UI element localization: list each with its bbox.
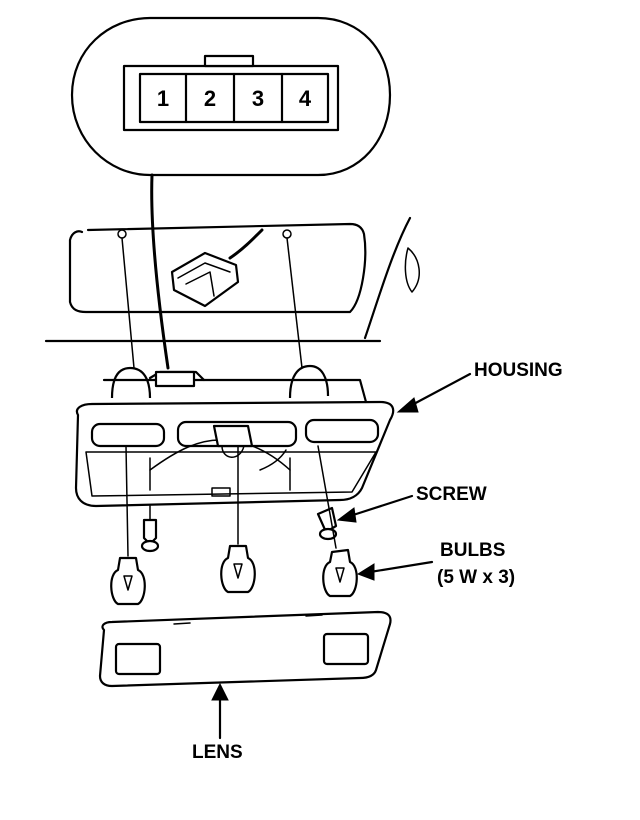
pin-1-number: 1 (157, 86, 169, 111)
bulbs-wattage-label: (5 W x 3) (437, 567, 515, 588)
housing-label: HOUSING (474, 360, 563, 381)
screw-guide-left (121, 237, 135, 369)
lens (98, 610, 392, 688)
housing (74, 364, 395, 508)
bulb-right (322, 548, 358, 598)
bulb-center (220, 544, 256, 594)
housing-arrow (396, 372, 472, 413)
bulbs-label: BULBS (440, 540, 505, 561)
pin-4-number: 4 (299, 86, 312, 111)
bulb-left (110, 556, 146, 606)
lens-arrow (211, 682, 229, 740)
screw-label: SCREW (416, 484, 487, 505)
connector-leader-wire (150, 173, 170, 370)
connector-lock-tab (203, 54, 255, 68)
bulbs-arrow (356, 560, 434, 581)
pin-2-number: 2 (204, 86, 216, 111)
lens-label: LENS (192, 742, 243, 763)
screw-guide-right (286, 237, 303, 369)
connector-callout: 1 2 3 4 (70, 16, 392, 177)
screw-left (140, 505, 160, 553)
screw-arrow (336, 494, 414, 523)
housing-socket-right (304, 418, 380, 444)
housing-socket-left (90, 422, 166, 448)
roof-panel (44, 216, 420, 343)
pin-3-number: 3 (252, 86, 264, 111)
roof-connector-plug (170, 251, 240, 308)
